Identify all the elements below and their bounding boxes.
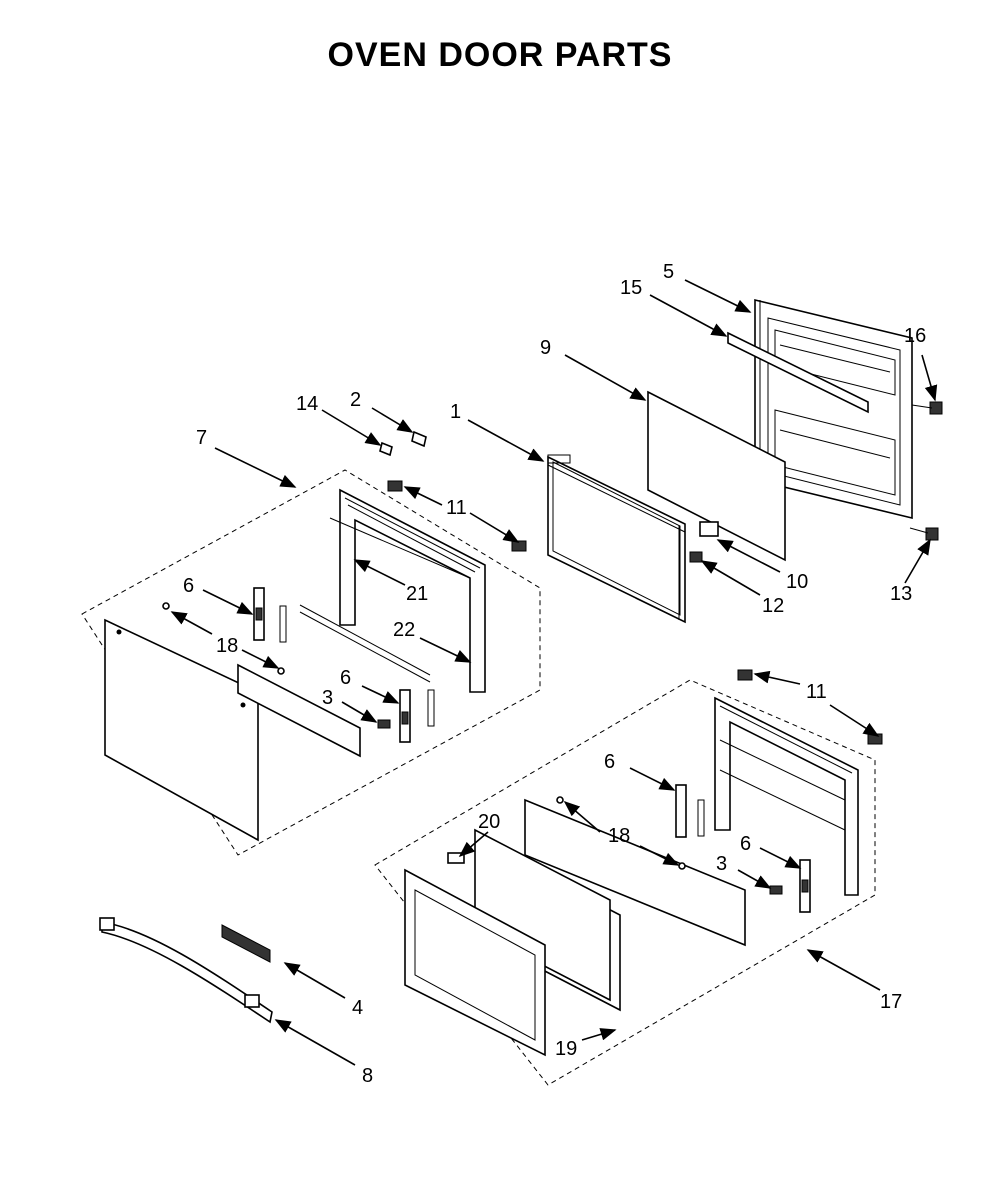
callout-22: 22 [393,619,415,641]
screw-11-icon [511,540,527,552]
page-title: OVEN DOOR PARTS [327,36,673,74]
callout-2: 2 [350,389,361,411]
door-glass [647,390,786,562]
door-hinge-icon [253,587,287,643]
screw-18-icon [162,602,170,610]
screw-16-icon [911,401,943,415]
screw-18-icon [556,796,564,804]
door-hinge-icon [799,859,811,913]
screw-3-icon [377,719,391,729]
callout-11: 11 [446,497,467,519]
callout-19: 19 [555,1038,577,1060]
callout-6: 6 [340,667,351,689]
door-bracket [699,521,719,537]
callout-17: 17 [880,991,902,1013]
callout-16: 16 [904,325,926,347]
callout-21: 21 [406,583,428,605]
screw-18-icon [678,862,686,870]
callout-4: 4 [352,997,363,1019]
callout-7: 7 [196,427,207,449]
screw-11-icon [737,669,753,681]
brand-badge [221,924,271,963]
inner-door-panel [754,298,913,520]
door-hinge-icon [675,784,705,838]
callout-18: 18 [608,825,630,847]
callout-9: 9 [540,337,551,359]
leader-lines [170,279,938,1066]
door-front-frame [404,868,546,1057]
hinge-bracket-14 [379,441,393,457]
callout-20: 20 [478,811,500,833]
outer-door-panel [104,618,259,842]
callout-14: 14 [296,393,318,415]
clip-2 [411,430,427,448]
callout-10: 10 [786,571,808,593]
door-frame-lower [714,696,859,896]
callout-6: 6 [740,833,751,855]
callout-labels: 5 15 16 9 14 2 1 7 11 10 12 13 21 6 22 1… [183,261,926,1087]
clip-20-icon [447,852,465,864]
trim-strip [299,604,431,676]
screw-18-icon [277,667,285,675]
callout-3: 3 [716,853,727,875]
inner-glass-assembly [547,454,686,624]
screw-11-icon [387,480,403,492]
callout-15: 15 [620,277,642,299]
callout-3: 3 [322,687,333,709]
screw-3-icon [769,885,783,895]
door-handle [99,917,273,1024]
door-gasket-strip [727,331,869,414]
screw-12-icon [689,551,703,563]
callout-12: 12 [762,595,784,617]
callout-1: 1 [450,401,461,423]
callout-11: 11 [806,681,827,703]
callout-6: 6 [183,575,194,597]
callout-13: 13 [890,583,912,605]
door-hinge-icon [399,689,435,743]
door-assembly-outline-lower [374,679,876,1086]
callout-5: 5 [663,261,674,283]
callout-6: 6 [604,751,615,773]
inner-panel-b [474,828,611,1002]
callout-18: 18 [216,635,238,657]
glass-strip [237,663,361,758]
door-frame-upper [329,488,486,693]
callout-8: 8 [362,1065,373,1087]
screw-13-icon [909,527,939,541]
screw-11-icon [867,733,883,745]
